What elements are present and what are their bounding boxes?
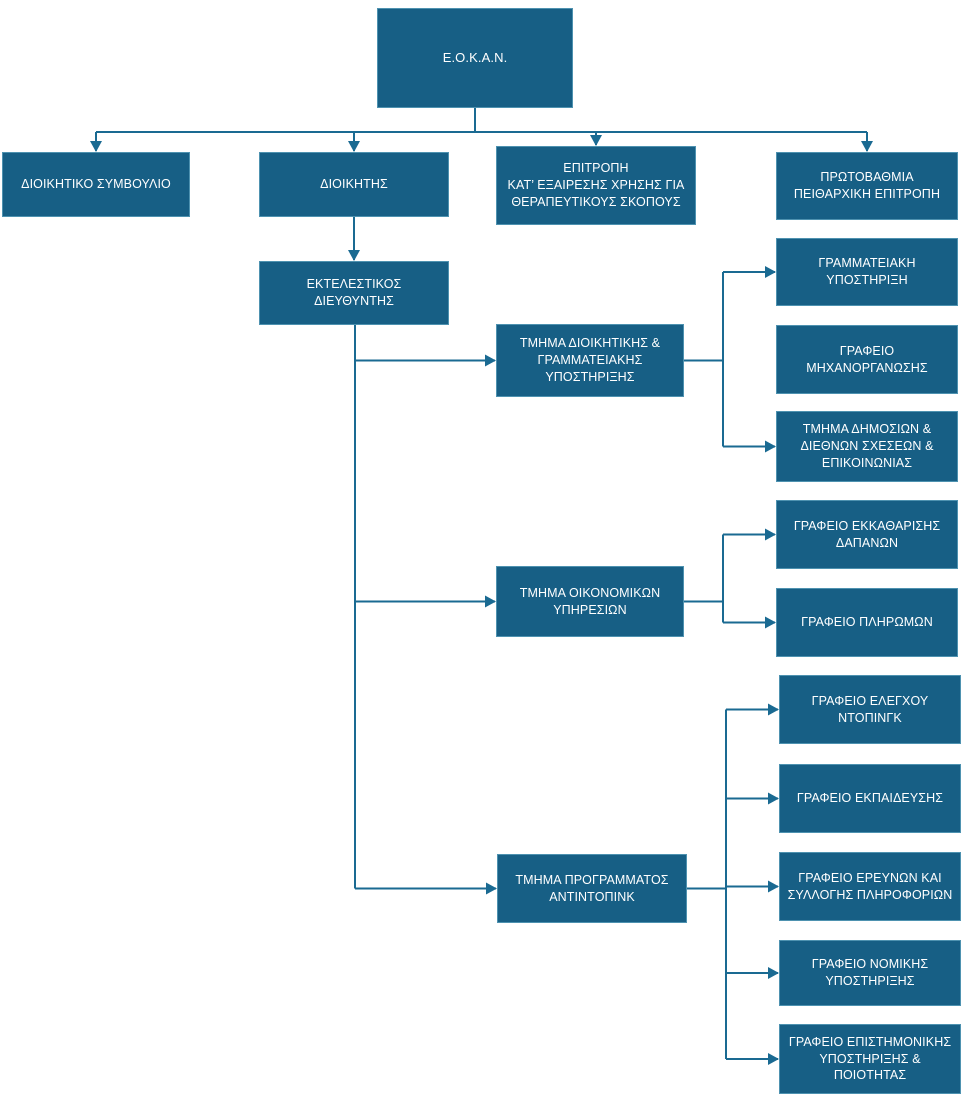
node-dioikitiko-symvoulio[interactable]: ΔΙΟΙΚΗΤΙΚΟ ΣΥΜΒΟΥΛΙΟ bbox=[2, 152, 190, 217]
node-grammateiaki-ypostirixi[interactable]: ΓΡΑΜΜΑΤΕΙΑΚΗ ΥΠΟΣΤΗΡΙΞΗ bbox=[776, 238, 958, 306]
node-epitropi-exairesis[interactable]: ΕΠΙΤΡΟΠΗ ΚΑΤ’ ΕΞΑΙΡΕΣΗΣ ΧΡΗΣΗΣ ΓΙΑ ΘΕΡΑΠ… bbox=[496, 146, 696, 225]
node-grafeio-ekkatharisis-dapanon[interactable]: ΓΡΑΦΕΙΟ ΕΚΚΑΘΑΡΙΣΗΣ ΔΑΠΑΝΩΝ bbox=[776, 500, 958, 569]
node-eokan[interactable]: E.O.K.A.N. bbox=[377, 8, 573, 108]
node-grafeio-elegxou-ntopingk[interactable]: ΓΡΑΦΕΙΟ ΕΛΕΓΧΟΥ ΝΤΟΠΙΝΓΚ bbox=[779, 675, 961, 744]
node-tmima-dimosion-diethnon-sxeseon[interactable]: ΤΜΗΜΑ ΔΗΜΟΣΙΩΝ & ΔΙΕΘΝΩΝ ΣΧΕΣΕΩΝ & ΕΠΙΚΟ… bbox=[776, 411, 958, 482]
node-grafeio-erevnon-syllogis-plirofrion[interactable]: ΓΡΑΦΕΙΟ ΕΡΕΥΝΩΝ ΚΑΙ ΣΥΛΛΟΓΗΣ ΠΛΗΡΟΦΟΡΙΩΝ bbox=[779, 852, 961, 921]
node-grafeio-mixanorganosis[interactable]: ΓΡΑΦΕΙΟ ΜΗΧΑΝΟΡΓΑΝΩΣΗΣ bbox=[776, 325, 958, 394]
node-grafeio-pliromon[interactable]: ΓΡΑΦΕΙΟ ΠΛΗΡΩΜΩΝ bbox=[776, 588, 958, 657]
node-grafeio-ekpaideysis[interactable]: ΓΡΑΦΕΙΟ ΕΚΠΑΙΔΕΥΣΗΣ bbox=[779, 764, 961, 833]
node-grafeio-epistimonikis-ypostirixis-poiotitas[interactable]: ΓΡΑΦΕΙΟ ΕΠΙΣΤΗΜΟΝΙΚΗΣ ΥΠΟΣΤΗΡΙΞΗΣ & ΠΟΙΟ… bbox=[779, 1024, 961, 1094]
node-ektelestikos-dieythyntis[interactable]: ΕΚΤΕΛΕΣΤΙΚΟΣ ΔΙΕΥΘΥΝΤΗΣ bbox=[259, 261, 449, 325]
node-tmima-dioikitikis-grammateiakis[interactable]: ΤΜΗΜΑ ΔΙΟΙΚΗΤΙΚΗΣ & ΓΡΑΜΜΑΤΕΙΑΚΗΣ ΥΠΟΣΤΗ… bbox=[496, 324, 684, 397]
node-dioikitis[interactable]: ΔΙΟΙΚΗΤΗΣ bbox=[259, 152, 449, 217]
node-grafeio-nomikis-ypostirixis[interactable]: ΓΡΑΦΕΙΟ ΝΟΜΙΚΗΣ ΥΠΟΣΤΗΡΙΞΗΣ bbox=[779, 940, 961, 1006]
node-protovathmia-peitharxiki[interactable]: ΠΡΩΤΟΒΑΘΜΙΑ ΠΕΙΘΑΡΧΙΚΗ ΕΠΙΤΡΟΠΗ bbox=[776, 152, 958, 220]
node-tmima-oikonomikon-ypiresion[interactable]: ΤΜΗΜΑ ΟΙΚΟΝΟΜΙΚΩΝ ΥΠΗΡΕΣΙΩΝ bbox=[496, 566, 684, 637]
node-tmima-programmatos-antintopink[interactable]: ΤΜΗΜΑ ΠΡΟΓΡΑΜΜΑΤΟΣ ΑΝΤΙΝΤΟΠΙΝΚ bbox=[497, 854, 687, 923]
